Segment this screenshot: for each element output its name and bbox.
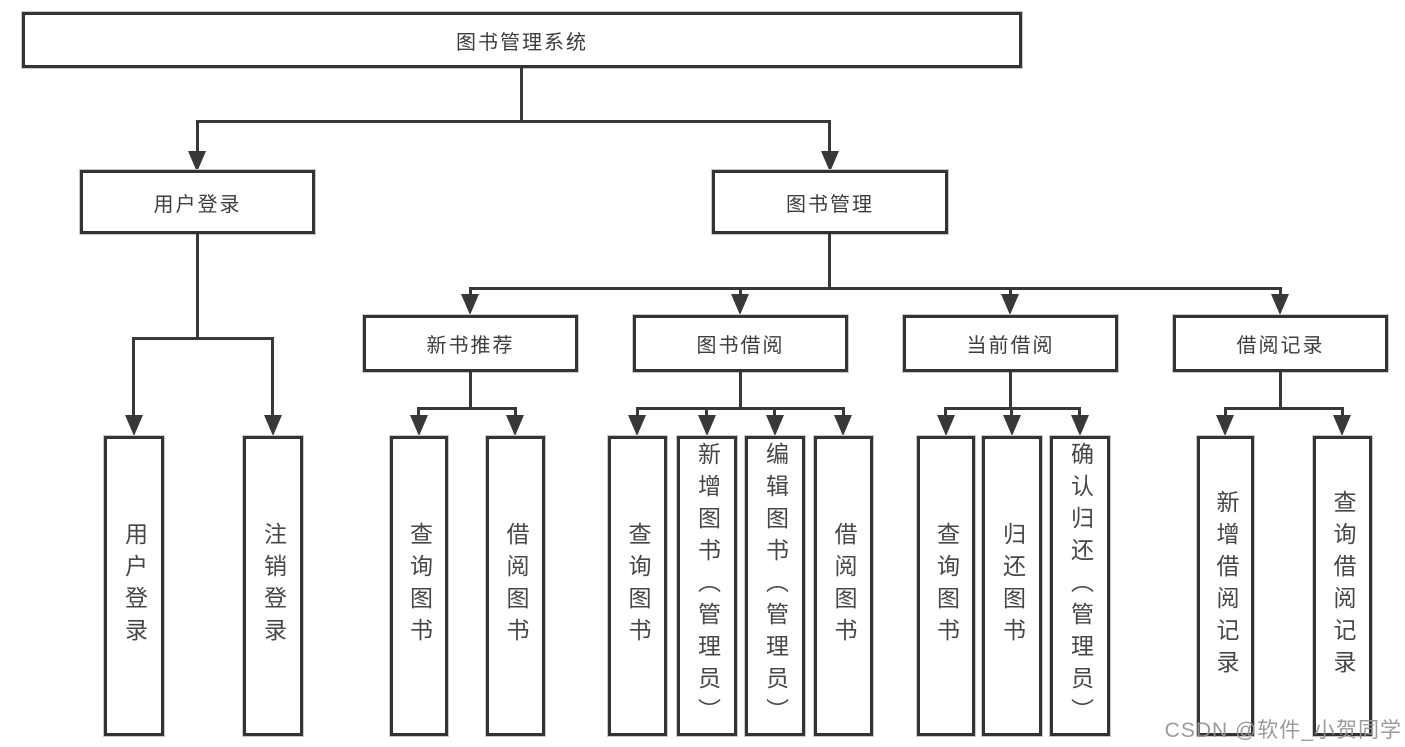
node-label: 用户登录	[121, 522, 148, 650]
arrow-down-icon	[698, 415, 716, 436]
connector-line	[132, 337, 274, 340]
arrow-down-icon	[1271, 294, 1289, 315]
connector-line	[1224, 407, 1227, 417]
node-label: 借阅图书	[503, 522, 529, 650]
arrow-down-icon	[264, 415, 282, 436]
node-label: 图书管理	[786, 193, 874, 216]
node-new-book-recommend: 新书推荐	[363, 315, 578, 372]
node-label: 归还图书	[999, 522, 1026, 650]
connector-line	[739, 287, 742, 297]
leaf-query-books-newbook: 查询图书	[390, 436, 448, 736]
connector-line	[1279, 287, 1282, 297]
leaf-user-login: 用户登录	[104, 436, 164, 736]
arrow-down-icon	[1216, 415, 1234, 436]
csdn-watermark: CSDN @软件_小贺同学	[1164, 719, 1402, 742]
connector-line	[1341, 407, 1344, 417]
arrow-down-icon	[1333, 415, 1351, 436]
node-label: 图书管理系统	[456, 31, 588, 54]
node-label: 借阅记录	[1236, 335, 1325, 357]
connector-line	[944, 407, 947, 417]
node-label: 注销登录	[260, 522, 287, 650]
arrow-down-icon	[410, 415, 428, 436]
node-book-management: 图书管理	[712, 170, 948, 234]
connector-line	[1010, 407, 1013, 417]
connector-line	[1078, 407, 1081, 417]
arrow-down-icon	[188, 151, 206, 172]
arrow-down-icon	[1001, 294, 1019, 315]
node-current-borrow: 当前借阅	[903, 315, 1118, 372]
leaf-logout: 注销登录	[243, 436, 303, 736]
node-label: 查询图书	[625, 522, 651, 650]
connector-line	[469, 372, 472, 407]
node-label: 新书推荐	[426, 335, 515, 357]
leaf-query-books-borrow: 查询图书	[608, 436, 667, 736]
arrow-down-icon	[766, 415, 784, 436]
node-label: 当前借阅	[966, 335, 1055, 357]
leaf-query-borrow-record: 查询借阅记录	[1313, 436, 1372, 736]
connector-line	[196, 120, 830, 123]
node-label: 用户登录	[153, 193, 242, 216]
node-label: 新增图书（管理员）	[694, 442, 721, 730]
arrow-down-icon	[834, 415, 852, 436]
leaf-add-borrow-record: 新增借阅记录	[1197, 436, 1254, 736]
leaf-confirm-return-admin: 确认归还（管理员）	[1050, 436, 1110, 736]
node-label: 新增借阅记录	[1213, 490, 1239, 682]
node-user-login: 用户登录	[80, 170, 315, 234]
arrow-down-icon	[628, 415, 646, 436]
arrow-down-icon	[1003, 415, 1021, 436]
connector-line	[1009, 372, 1012, 407]
connector-line	[417, 407, 420, 417]
arrow-down-icon	[937, 415, 955, 436]
connector-line	[271, 337, 274, 415]
connector-line	[1279, 372, 1282, 407]
connector-line	[828, 120, 831, 152]
arrow-down-icon	[821, 151, 839, 172]
node-label: 查询图书	[933, 522, 960, 650]
connector-line	[417, 407, 517, 410]
node-label: 查询图书	[406, 522, 433, 650]
leaf-borrow-books: 借阅图书	[814, 436, 873, 736]
connector-line	[196, 120, 199, 152]
connector-line	[132, 337, 135, 415]
arrow-down-icon	[125, 415, 143, 436]
connector-line	[828, 234, 831, 287]
leaf-return-books: 归还图书	[982, 436, 1042, 736]
node-label: 确认归还（管理员）	[1067, 442, 1094, 730]
connector-line	[773, 407, 776, 417]
connector-line	[636, 407, 639, 417]
connector-line	[469, 287, 472, 297]
node-borrow-records: 借阅记录	[1173, 315, 1388, 372]
connector-line	[1009, 287, 1012, 297]
arrow-down-icon	[1071, 415, 1089, 436]
node-library-system: 图书管理系统	[22, 12, 1022, 68]
arrow-down-icon	[731, 294, 749, 315]
leaf-query-books-current: 查询图书	[917, 436, 975, 736]
node-book-borrow: 图书借阅	[633, 315, 848, 372]
connector-line	[520, 68, 523, 120]
arrow-down-icon	[461, 294, 479, 315]
node-label: 借阅图书	[831, 522, 857, 650]
leaf-borrow-books-newbook: 借阅图书	[486, 436, 545, 736]
connector-line	[842, 407, 845, 417]
connector-line	[705, 407, 708, 417]
connector-line	[469, 287, 1282, 290]
connector-line	[636, 407, 845, 410]
leaf-edit-books-admin: 编辑图书（管理员）	[745, 436, 805, 736]
connector-line	[514, 407, 517, 417]
connector-line	[196, 234, 199, 337]
connector-line	[1224, 407, 1343, 410]
leaf-add-books-admin: 新增图书（管理员）	[677, 436, 737, 736]
node-label: 查询借阅记录	[1330, 490, 1356, 682]
arrow-down-icon	[506, 415, 524, 436]
node-label: 编辑图书（管理员）	[762, 442, 789, 730]
connector-line	[739, 372, 742, 407]
node-label: 图书借阅	[696, 335, 785, 357]
